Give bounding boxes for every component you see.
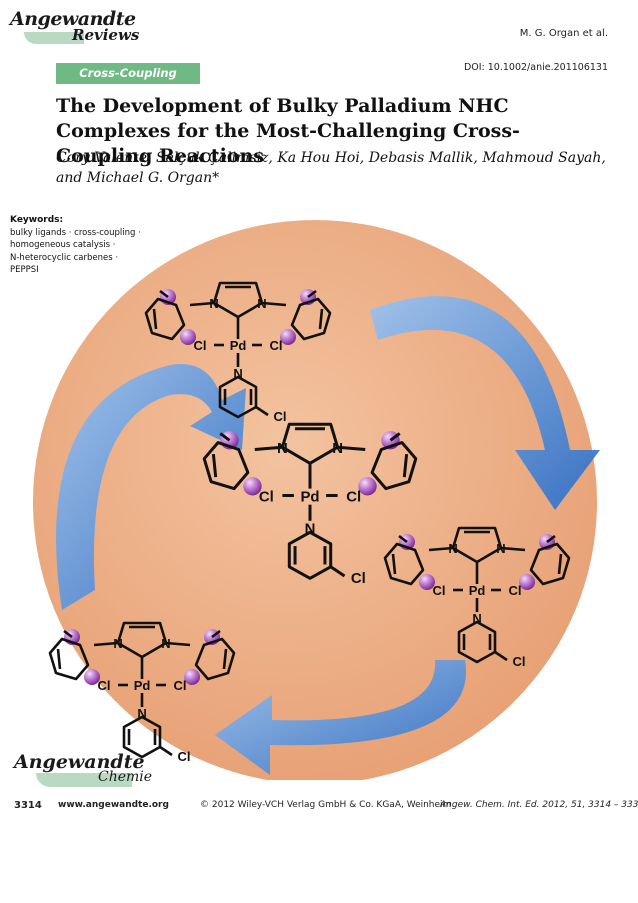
- journal-logo: Angewandte Reviews: [10, 8, 139, 44]
- journal-section: Reviews: [72, 26, 140, 44]
- sphere-br: [184, 669, 200, 685]
- keyword-line: homogeneous catalysis ·: [10, 240, 116, 250]
- sphere-br: [280, 329, 296, 345]
- keyword-line: N-heterocyclic carbenes ·: [10, 252, 119, 263]
- atom-cl-left: Cl: [194, 338, 207, 353]
- sphere-bl: [243, 477, 262, 496]
- graphical-abstract: N N Pd Cl Cl N Cl: [33, 220, 600, 780]
- section-banner: Cross-Coupling Catalysts: [56, 63, 200, 101]
- atom-n-left: N: [113, 636, 122, 651]
- catalyst-right: N N Pd Cl Cl N Cl: [383, 526, 571, 669]
- keywords-heading: Keywords:: [10, 215, 64, 225]
- catalyst-structure: N N Pd Cl Cl N Cl: [202, 422, 418, 587]
- atom-n-right: N: [332, 440, 343, 457]
- catalyst-left: N N Pd Cl Cl N Cl: [48, 621, 236, 764]
- atom-n-left: N: [277, 440, 288, 457]
- running-head-authors: M. G. Organ et al.: [519, 28, 608, 39]
- atom-cl-right: Cl: [346, 488, 361, 505]
- keywords: Keywords: bulky ligands · cross-coupling…: [10, 214, 160, 277]
- atom-n-right: N: [257, 296, 266, 311]
- catalyst-top: N N Pd Cl Cl N Cl: [144, 281, 332, 424]
- article-title: The Development of Bulky Palladium NHC C…: [56, 95, 520, 167]
- atom-cl-right: Cl: [270, 338, 283, 353]
- atom-n-pyridine: N: [472, 611, 481, 626]
- sphere-br: [519, 574, 535, 590]
- atom-n-pyridine: N: [233, 366, 242, 381]
- footer-journal-logo: Angewandte Chemie: [14, 751, 153, 787]
- atom-n-pyridine: N: [137, 706, 146, 721]
- journal-url[interactable]: www.angewandte.org: [58, 800, 169, 810]
- atom-n-right: N: [161, 636, 170, 651]
- atom-cl-pyridine: Cl: [351, 570, 366, 587]
- article-authors: Cory Valente, Selçuk Çalimsiz, Ka Hou Ho…: [56, 150, 606, 186]
- atom-cl-left: Cl: [433, 583, 446, 598]
- arrow-left: [56, 364, 247, 610]
- atom-cl-right: Cl: [174, 678, 187, 693]
- atom-cl-left: Cl: [259, 488, 274, 505]
- footer-journal-subtitle: Chemie: [98, 769, 153, 785]
- atom-pd: Pd: [134, 678, 151, 693]
- atom-pd: Pd: [230, 338, 247, 353]
- catalyst-structure: N N Pd Cl Cl N Cl: [48, 621, 236, 764]
- copyright: © 2012 Wiley-VCH Verlag GmbH & Co. KGaA,…: [200, 800, 452, 810]
- atom-pd: Pd: [469, 583, 486, 598]
- keyword-line: PEPPSI: [10, 265, 39, 275]
- sphere-bl: [180, 329, 196, 345]
- arrow-bottom: [215, 660, 466, 775]
- atom-n-left: N: [448, 541, 457, 556]
- footer-journal-name: Angewandte: [14, 751, 145, 773]
- atom-cl-pyridine: Cl: [274, 409, 287, 424]
- atom-n-pyridine: N: [305, 520, 316, 537]
- journal-name: Angewandte: [10, 8, 136, 30]
- citation: Angew. Chem. Int. Ed. 2012, 51, 3314 – 3…: [440, 800, 638, 810]
- catalyst-structure: N N Pd Cl Cl N Cl: [383, 526, 571, 669]
- doi: DOI: 10.1002/anie.201106131: [463, 62, 608, 73]
- sphere-bl: [419, 574, 435, 590]
- keyword-line: bulky ligands · cross-coupling ·: [10, 227, 141, 238]
- catalyst-structure: N N Pd Cl Cl N Cl: [144, 281, 332, 424]
- atom-cl-pyridine: Cl: [178, 749, 191, 764]
- sphere-bl: [84, 669, 100, 685]
- arrow-right: [370, 296, 600, 510]
- page-number: 3314: [14, 800, 42, 811]
- sphere-br: [358, 477, 377, 496]
- atom-cl-right: Cl: [509, 583, 522, 598]
- atom-cl-pyridine: Cl: [513, 654, 526, 669]
- atom-pd: Pd: [300, 488, 319, 505]
- catalyst-center: N N Pd Cl Cl N Cl: [202, 422, 418, 587]
- atom-n-right: N: [496, 541, 505, 556]
- atom-cl-left: Cl: [98, 678, 111, 693]
- background-disc: [33, 220, 597, 780]
- atom-n-left: N: [209, 296, 218, 311]
